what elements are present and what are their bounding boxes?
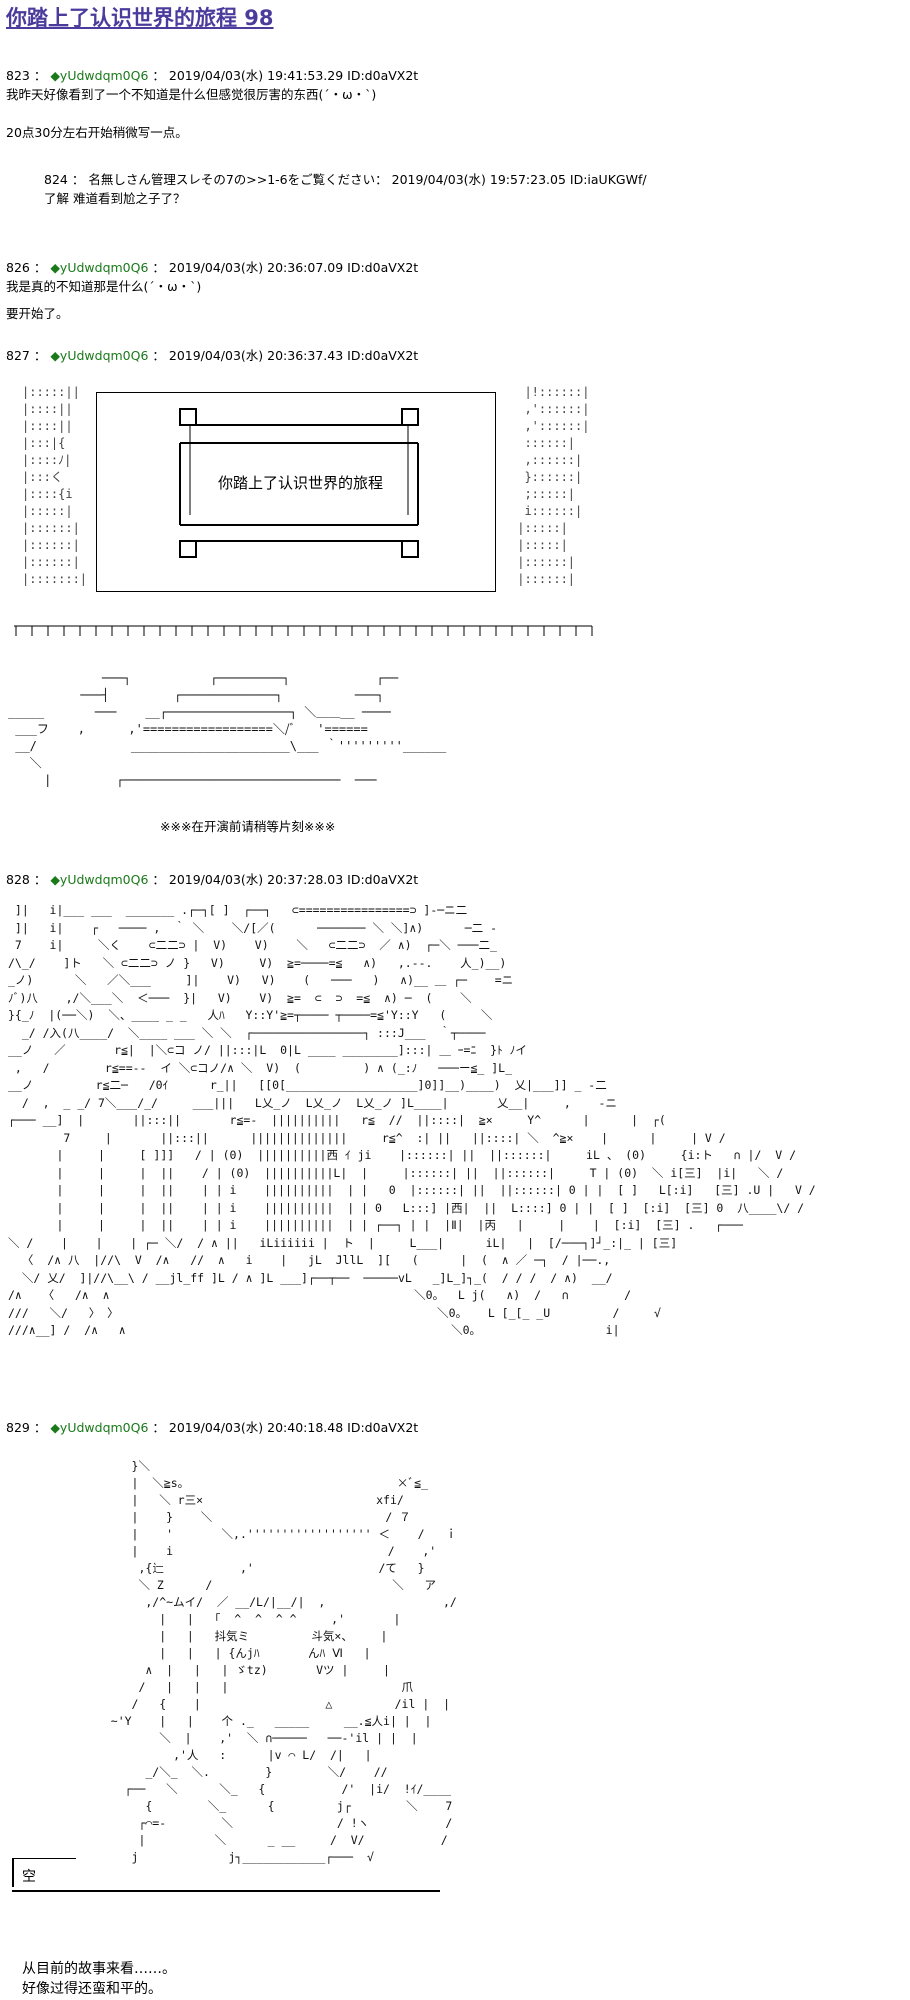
- stage-notice: ※※※在开演前请稍等片刻※※※: [160, 819, 336, 834]
- post-number[interactable]: 824: [44, 172, 68, 187]
- poster-name: ◆yUdwdqm0Q6: [50, 1420, 149, 1435]
- sign-title: 你踏上了认识世界的旅程: [218, 474, 384, 492]
- aa-character-figure: }＼ | ＼≧s。 ×ﾞ≦_ | ＼ r三× xfi/ | } ＼ / ７ | …: [110, 1459, 457, 1864]
- post-number[interactable]: 828: [6, 872, 30, 887]
- post-header: 824 ： 名無しさん管理スレその7の>>1-6をご覧ください： 2019/04…: [44, 172, 647, 187]
- poster-id[interactable]: ID:d0aVX2t: [347, 872, 419, 887]
- poster-id[interactable]: ID:iaUKGWf/: [569, 172, 647, 187]
- post-828: 828 ： ◆yUdwdqm0Q6 ： 2019/04/03(水) 20:37:…: [6, 870, 418, 889]
- post-date: 2019/04/03(水) 20:40:18.48: [168, 1420, 344, 1435]
- post-number[interactable]: 823: [6, 68, 30, 83]
- post-date: 2019/04/03(水) 19:41:53.29: [168, 68, 344, 83]
- post-827: 827 ： ◆yUdwdqm0Q6 ： 2019/04/03(水) 20:36:…: [6, 346, 418, 365]
- page-title[interactable]: 你踏上了认识世界的旅程 98: [6, 6, 274, 30]
- post-829: 829 ： ◆yUdwdqm0Q6 ： 2019/04/03(水) 20:40:…: [6, 1418, 418, 1437]
- poster-id[interactable]: ID:d0aVX2t: [347, 348, 419, 363]
- poster-id[interactable]: ID:d0aVX2t: [347, 68, 419, 83]
- sign-board-graphic: [179, 408, 419, 558]
- post-line: 20点30分左右开始稍微写一点。: [6, 125, 188, 140]
- poster-id[interactable]: ID:d0aVX2t: [347, 1420, 419, 1435]
- post-header: 827 ： ◆yUdwdqm0Q6 ： 2019/04/03(水) 20:36:…: [6, 348, 419, 363]
- aa-left-curtain: |:::::|| |::::|| |::::|| |:::|{ |::::ﾉ| …: [22, 385, 88, 586]
- post-date: 2019/04/03(水) 19:57:23.05: [391, 172, 566, 187]
- post-line: 要开始了。: [6, 306, 69, 321]
- speaker-underline: [12, 1890, 440, 1892]
- post-number[interactable]: 827: [6, 348, 30, 363]
- post-line: 我昨天好像看到了一个不知道是什么但感觉很厉害的东西(´・ω・`): [6, 87, 377, 102]
- post-line: 我是真的不知道那是什么(´・ω・`): [6, 279, 202, 294]
- post-823: 823 ： ◆yUdwdqm0Q6 ： 2019/04/03(水) 19:41:…: [6, 66, 418, 142]
- aa-city-scene: ]| i|___ ___ _______ .┌─┐[ ] ┌──┐ ⊂=====…: [8, 903, 816, 1337]
- post-header: 826 ： ◆yUdwdqm0Q6 ： 2019/04/03(水) 20:36:…: [6, 260, 419, 275]
- post-header: 828 ： ◆yUdwdqm0Q6 ： 2019/04/03(水) 20:37:…: [6, 872, 419, 887]
- post-date: 2019/04/03(水) 20:37:28.03: [168, 872, 344, 887]
- poster-name: ◆yUdwdqm0Q6: [50, 348, 149, 363]
- post-date: 2019/04/03(水) 20:36:07.09: [168, 260, 344, 275]
- post-number[interactable]: 829: [6, 1420, 30, 1435]
- aa-stage-seats: ───┐ ┌─────────┐ ┌── ───┤ ┌─────────────…: [8, 671, 447, 787]
- aa-right-curtain: |!::::::| ,'::::::| ,'::::::| ::::::| ,:…: [517, 385, 590, 586]
- post-date: 2019/04/03(水) 20:36:37.43: [168, 348, 344, 363]
- post-824: 824 ： 名無しさん管理スレその7の>>1-6をご覧ください： 2019/04…: [6, 170, 647, 208]
- poster-name: ◆yUdwdqm0Q6: [50, 68, 149, 83]
- poster-id[interactable]: ID:d0aVX2t: [347, 260, 419, 275]
- speaker-label: 空: [22, 1869, 36, 1885]
- narration-line: 从目前的故事来看……。: [22, 1961, 176, 1977]
- narration-line: 好像过得还蛮和平的。: [22, 1981, 162, 1997]
- post-header: 829 ： ◆yUdwdqm0Q6 ： 2019/04/03(水) 20:40:…: [6, 1420, 419, 1435]
- post-number[interactable]: 826: [6, 260, 30, 275]
- poster-name: ◆yUdwdqm0Q6: [50, 872, 149, 887]
- speaker-frame: [12, 1858, 76, 1887]
- blank-line: [6, 296, 418, 304]
- poster-name: ◆yUdwdqm0Q6: [50, 260, 149, 275]
- poster-name: 名無しさん管理スレその7の>>1-6をご覧ください: [88, 172, 376, 187]
- post-line: 了解 难道看到尬之子了？: [44, 191, 186, 206]
- post-header: 823 ： ◆yUdwdqm0Q6 ： 2019/04/03(水) 19:41:…: [6, 68, 419, 83]
- post-826: 826 ： ◆yUdwdqm0Q6 ： 2019/04/03(水) 20:36:…: [6, 258, 418, 323]
- stage-floor: [14, 625, 593, 636]
- blank-line: [6, 104, 418, 123]
- stage-frame: [96, 392, 496, 592]
